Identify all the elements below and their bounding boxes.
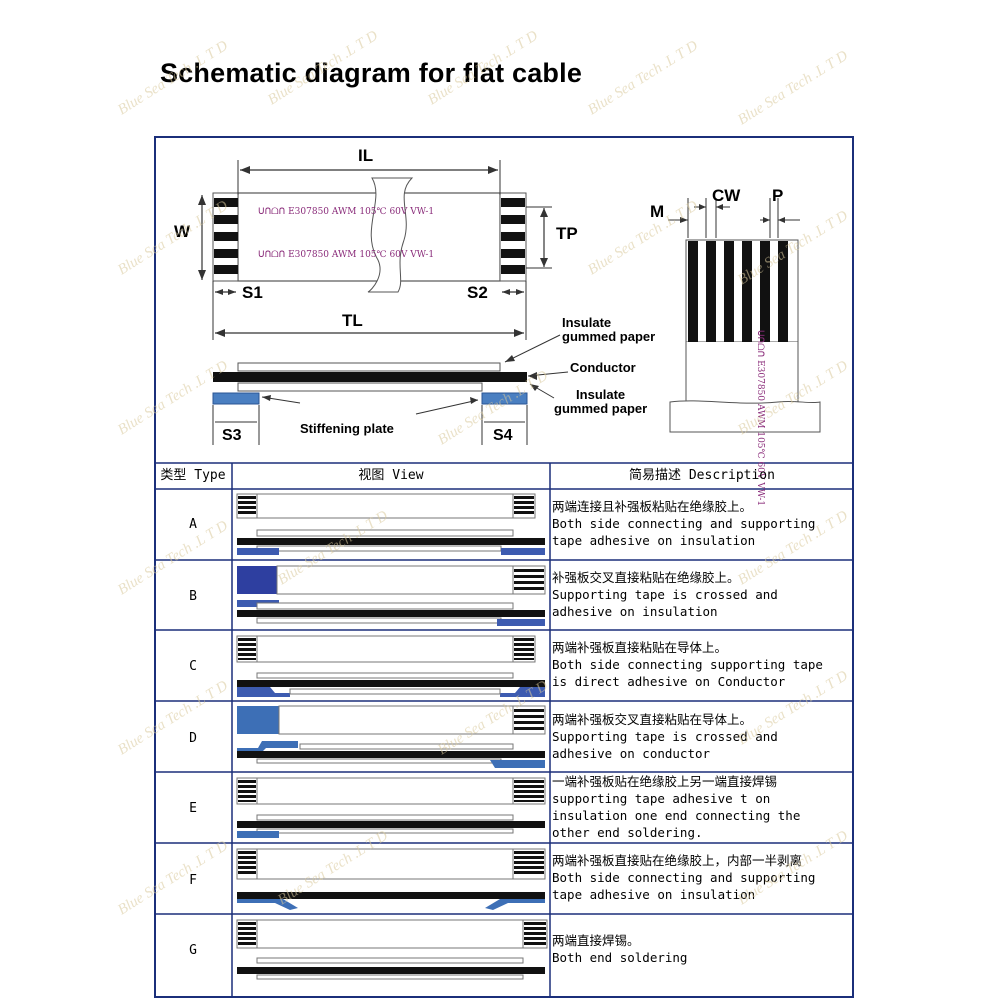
row-desc-e: 一端补强板贴在绝缘胶上另一端直接焊锡 supporting tape adhes… bbox=[552, 774, 801, 840]
label-m: M bbox=[650, 202, 665, 221]
row-view-d bbox=[237, 705, 546, 768]
label-cw: CW bbox=[712, 186, 741, 205]
row-view-c bbox=[236, 635, 545, 697]
row-type-a: A bbox=[189, 517, 197, 532]
header-desc: 简易描述 Description bbox=[629, 468, 775, 483]
label-stiffening: Stiffening plate bbox=[300, 421, 394, 436]
diagram-frame bbox=[154, 136, 854, 998]
row-desc-b: 补强板交叉直接粘贴在绝缘胶上。 Supporting tape is cross… bbox=[552, 570, 778, 619]
row-view-e bbox=[236, 777, 546, 838]
cable-print-1: ᑌᑎᗝᑎ E307850 AWM 105℃ 60V VW-1 bbox=[258, 207, 435, 217]
row-type-e: E bbox=[189, 801, 197, 816]
label-s1: S1 bbox=[242, 283, 263, 302]
row-view-g bbox=[236, 919, 548, 980]
row-desc-f: 两端补强板直接贴在绝缘胶上，内部一半剥离 Both side connectin… bbox=[552, 853, 816, 902]
label-s3: S3 bbox=[222, 427, 242, 444]
row-view-f bbox=[236, 848, 546, 910]
label-insulate-bottom: Insulate gummed paper bbox=[554, 387, 648, 416]
label-tl: TL bbox=[342, 311, 363, 330]
row-view-a bbox=[236, 493, 545, 555]
label-conductor: Conductor bbox=[570, 360, 636, 375]
page-title: Schematic diagram for flat cable bbox=[160, 58, 583, 88]
label-p: P bbox=[772, 186, 784, 205]
row-desc-a: 两端连接且补强板粘贴在绝缘胶上。 Both side connecting an… bbox=[552, 499, 816, 548]
row-type-c: C bbox=[189, 659, 197, 674]
row-desc-d: 两端补强板交叉直接粘贴在导体上。 Supporting tape is cros… bbox=[552, 712, 778, 761]
row-view-b bbox=[237, 565, 546, 626]
label-s2: S2 bbox=[467, 283, 488, 302]
label-il: IL bbox=[358, 146, 374, 165]
cable-print-2: ᑌᑎᗝᑎ E307850 AWM 105℃ 60V VW-1 bbox=[258, 250, 435, 260]
row-desc-c: 两端补强板直接粘贴在导体上。 Both side connecting supp… bbox=[552, 640, 823, 689]
cable-end-detail bbox=[668, 198, 821, 433]
row-type-f: F bbox=[189, 873, 197, 888]
row-type-b: B bbox=[189, 589, 197, 604]
header-type: 类型 Type bbox=[160, 468, 226, 483]
header-view: 视图 View bbox=[358, 468, 424, 483]
label-s4: S4 bbox=[493, 427, 513, 444]
row-type-d: D bbox=[189, 731, 197, 746]
label-tp: TP bbox=[556, 224, 578, 243]
row-desc-g: 两端直接焊锡。 Both end soldering bbox=[552, 933, 688, 965]
row-type-g: G bbox=[189, 943, 197, 958]
label-w: W bbox=[174, 222, 191, 241]
table-grid bbox=[154, 462, 854, 998]
cable-side-view bbox=[212, 334, 569, 445]
cable-top-view bbox=[198, 160, 552, 340]
label-insulate-top: Insulate gummed paper bbox=[562, 315, 656, 344]
